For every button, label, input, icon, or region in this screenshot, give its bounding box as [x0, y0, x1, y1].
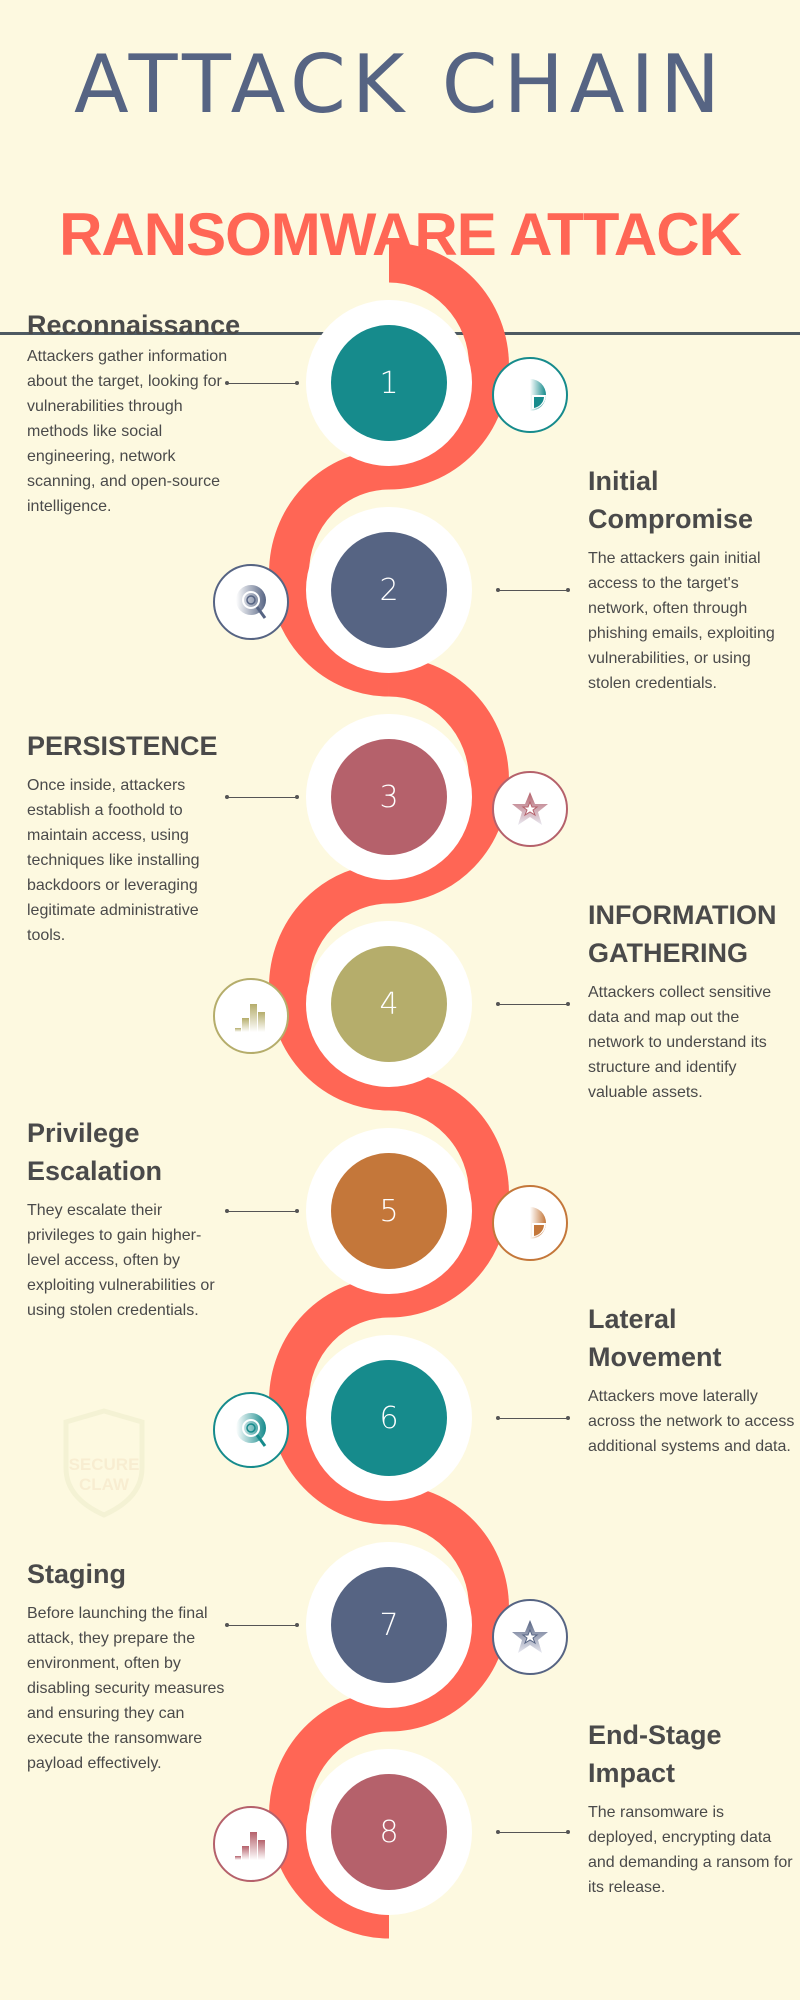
connector-line	[225, 1623, 299, 1627]
step-body: Attackers collect sensitive data and map…	[588, 984, 772, 1101]
target-search-icon	[213, 1392, 289, 1468]
connector-line	[496, 1002, 570, 1006]
step-title-line: Compromise	[588, 504, 754, 534]
step-6-node: 6	[306, 1335, 472, 1501]
step-body: Before launching the final attack, they …	[27, 1605, 225, 1772]
step-title: Staging	[27, 1555, 232, 1593]
step-body: Attackers move laterally across the netw…	[588, 1388, 795, 1455]
path-segment	[388, 1070, 509, 1318]
target-search-icon	[213, 564, 289, 640]
secure-claw-watermark: SECURE CLAW	[63, 1408, 145, 1518]
path-segment	[269, 1691, 390, 1939]
path-segment	[269, 863, 390, 1111]
step-7-node: 7	[306, 1542, 472, 1708]
connector-line	[496, 588, 570, 592]
path-segment	[269, 1277, 390, 1525]
step-number: 8	[331, 1774, 447, 1890]
step-title-line: Impact	[588, 1758, 676, 1788]
step-body: The attackers gain initial access to the…	[588, 550, 775, 692]
path-segment	[388, 656, 509, 904]
path-segment	[269, 449, 390, 697]
step-title: INFORMATION GATHERING	[588, 896, 796, 972]
step-title-line: GATHERING	[588, 938, 748, 968]
step-4-description: INFORMATION GATHERING Attackers collect se…	[588, 896, 796, 1105]
bar-chart-icon	[213, 1806, 289, 1882]
step-number: 4	[331, 946, 447, 1062]
star-icon	[492, 771, 568, 847]
step-body: Once inside, attackers establish a footh…	[27, 777, 200, 944]
step-body: Attackers gather information about the t…	[27, 348, 228, 515]
step-number: 6	[331, 1360, 447, 1476]
step-title-line: INFORMATION	[588, 900, 777, 930]
step-title-line: Escalation	[27, 1156, 163, 1186]
step-title: PERSISTENCE	[27, 727, 232, 765]
step-body: The ransomware is deployed, encrypting d…	[588, 1804, 793, 1896]
step-4-node: 4	[306, 921, 472, 1087]
bar-chart-icon	[213, 978, 289, 1054]
step-title-line: Initial	[588, 466, 659, 496]
connector-line	[225, 795, 299, 799]
step-number: 3	[331, 739, 447, 855]
step-title-line: Privilege	[27, 1118, 140, 1148]
step-number: 1	[331, 325, 447, 441]
attack-chain-path	[269, 242, 509, 1939]
step-title: Reconnaissance	[27, 306, 240, 344]
page-title: ATTACK CHAIN	[74, 38, 726, 131]
step-8-node: 8	[306, 1749, 472, 1915]
step-2-node: 2	[306, 507, 472, 673]
step-body: They escalate their privileges to gain h…	[27, 1202, 215, 1319]
step-title-line: Staging	[27, 1559, 126, 1589]
svg-text:CLAW: CLAW	[79, 1475, 130, 1494]
connector-line	[496, 1416, 570, 1420]
step-title-line: PERSISTENCE	[27, 731, 218, 761]
connector-line	[225, 1209, 299, 1213]
path-segment	[388, 1484, 509, 1732]
connector-line	[496, 1830, 570, 1834]
page-subtitle: RANSOMWARE ATTACK	[59, 201, 742, 268]
svg-text:SECURE: SECURE	[69, 1455, 140, 1474]
step-title-line: Movement	[588, 1342, 722, 1372]
pie-chart-icon	[492, 1185, 568, 1261]
step-3-node: 3	[306, 714, 472, 880]
step-title-line: Lateral	[588, 1304, 677, 1334]
step-title-line: End-Stage	[588, 1720, 722, 1750]
star-icon	[492, 1599, 568, 1675]
step-number: 2	[331, 532, 447, 648]
pie-chart-icon	[492, 357, 568, 433]
step-1-node: 1	[306, 300, 472, 466]
path-segment	[388, 242, 509, 490]
step-title-line: Reconnaissance	[27, 310, 241, 340]
step-number: 5	[331, 1153, 447, 1269]
connector-line	[225, 381, 299, 385]
step-number: 7	[331, 1567, 447, 1683]
step-5-node: 5	[306, 1128, 472, 1294]
step-3-description: PERSISTENCE Once inside, attackers establ…	[27, 727, 232, 948]
